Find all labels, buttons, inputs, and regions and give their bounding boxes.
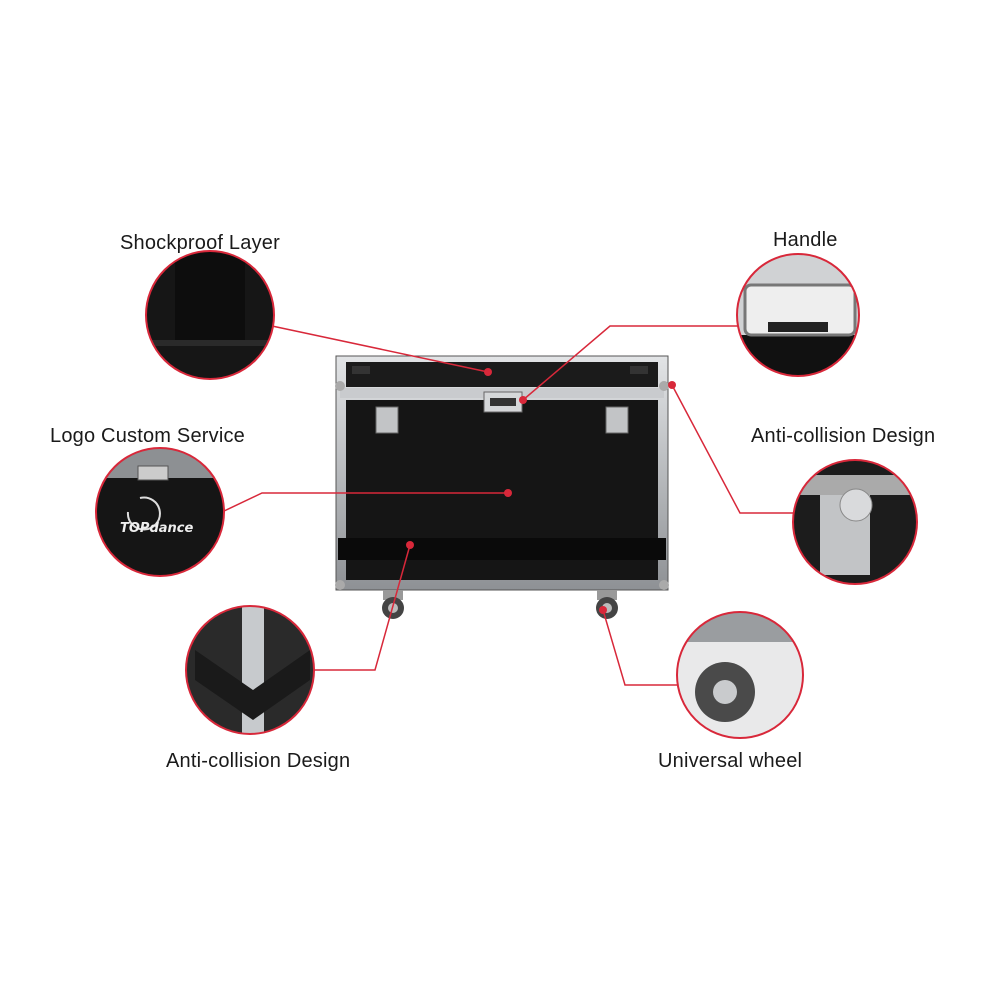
label-anti-collision-left: Anti-collision Design: [166, 750, 351, 772]
label-handle: Handle: [773, 229, 838, 251]
detail-handle: [737, 254, 859, 376]
detail-corner-left: [186, 606, 314, 734]
detail-corner-right: [793, 460, 917, 584]
leader-lines: [221, 325, 793, 686]
logo-text: TOPdance: [120, 521, 193, 536]
leader-dots: [406, 368, 676, 614]
detail-wheel: [677, 612, 803, 738]
label-universal-wheel: Universal wheel: [658, 750, 803, 772]
label-anti-collision-right: Anti-collision Design: [751, 425, 936, 447]
flight-case: [335, 355, 669, 619]
label-shockproof-layer: Shockproof Layer: [120, 232, 280, 254]
detail-logo: TOPdance: [96, 448, 224, 576]
label-logo-custom-service: Logo Custom Service: [50, 425, 246, 447]
detail-shockproof: [146, 251, 274, 379]
